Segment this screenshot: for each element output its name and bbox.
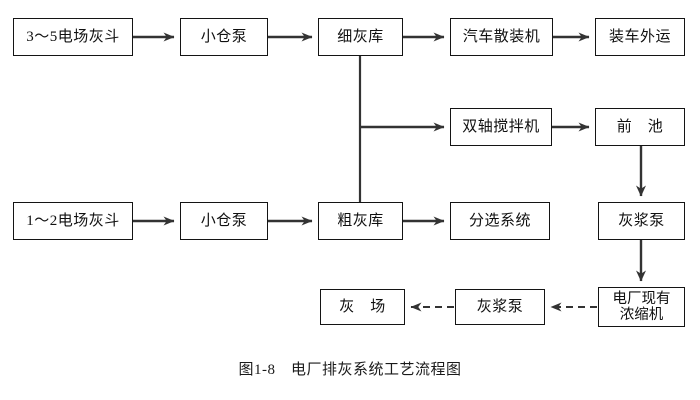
node-truck-transport-out[interactable]: 装车外运 [595, 18, 685, 56]
figure-caption: 图1-8 电厂排灰系统工艺流程图 [238, 362, 462, 378]
node-coarse-ash-silo[interactable]: 粗灰库 [318, 202, 403, 240]
node-front-pool[interactable]: 前 池 [595, 108, 685, 146]
node-hopper-field-3-5[interactable]: 3～5电场灰斗 [13, 18, 133, 56]
node-fine-ash-silo[interactable]: 细灰库 [318, 18, 403, 56]
node-ash-yard[interactable]: 灰 场 [320, 289, 405, 325]
node-twin-shaft-mixer[interactable]: 双轴搅拌机 [450, 108, 552, 146]
node-hopper-field-1-2[interactable]: 1～2电场灰斗 [13, 202, 133, 240]
node-small-silo-pump-top[interactable]: 小仓泵 [180, 18, 268, 56]
node-small-silo-pump-bottom[interactable]: 小仓泵 [180, 202, 268, 240]
node-truck-bulk-loader[interactable]: 汽车散装机 [450, 18, 553, 56]
node-slurry-pump-lower[interactable]: 灰浆泵 [455, 289, 545, 325]
node-sorting-system[interactable]: 分选系统 [450, 202, 550, 240]
node-slurry-pump-upper[interactable]: 灰浆泵 [598, 202, 685, 240]
node-existing-plant-thickener[interactable]: 电厂现有 浓缩机 [598, 287, 685, 327]
